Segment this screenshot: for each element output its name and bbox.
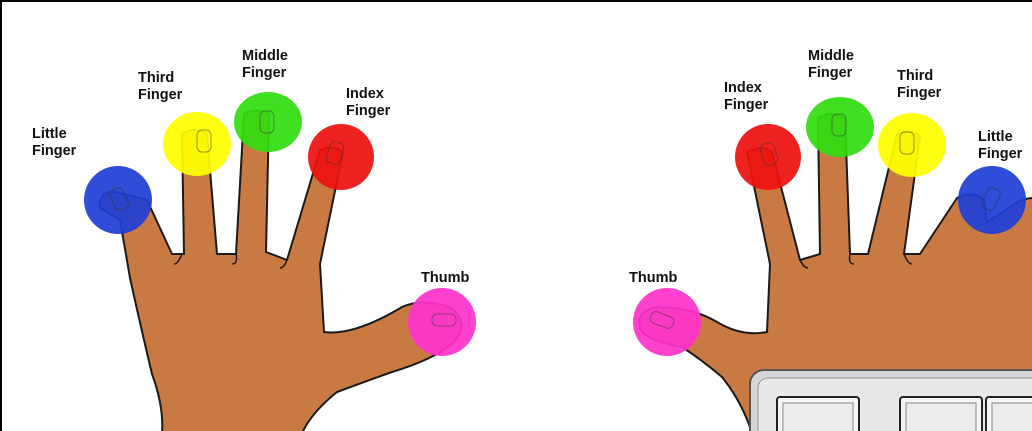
label-left-index-finger: Index Finger [346,86,390,120]
label-right-little-finger: Little Finger [978,129,1022,163]
keyboard-fragment [750,370,1032,431]
label-right-thumb: Thumb [629,270,677,287]
label-right-middle-finger: Middle Finger [808,48,854,82]
left-middle-finger-pad [234,92,302,152]
right-middle-finger-pad [806,97,874,157]
right-third-finger-pad [878,113,946,177]
label-right-third-finger: Third Finger [897,68,941,102]
right-little-finger-pad [958,166,1026,234]
left-hand [84,92,476,431]
label-right-index-finger: Index Finger [724,80,768,114]
right-index-finger-pad [735,124,801,190]
left-hand-shape [100,111,462,431]
label-left-third-finger: Third Finger [138,70,182,104]
left-thumb-pad [408,288,476,356]
label-left-little-finger: Little Finger [32,126,76,160]
right-thumb-pad [633,288,701,356]
label-left-thumb: Thumb [421,270,469,287]
label-left-middle-finger: Middle Finger [242,48,288,82]
left-little-finger-pad [84,166,152,234]
